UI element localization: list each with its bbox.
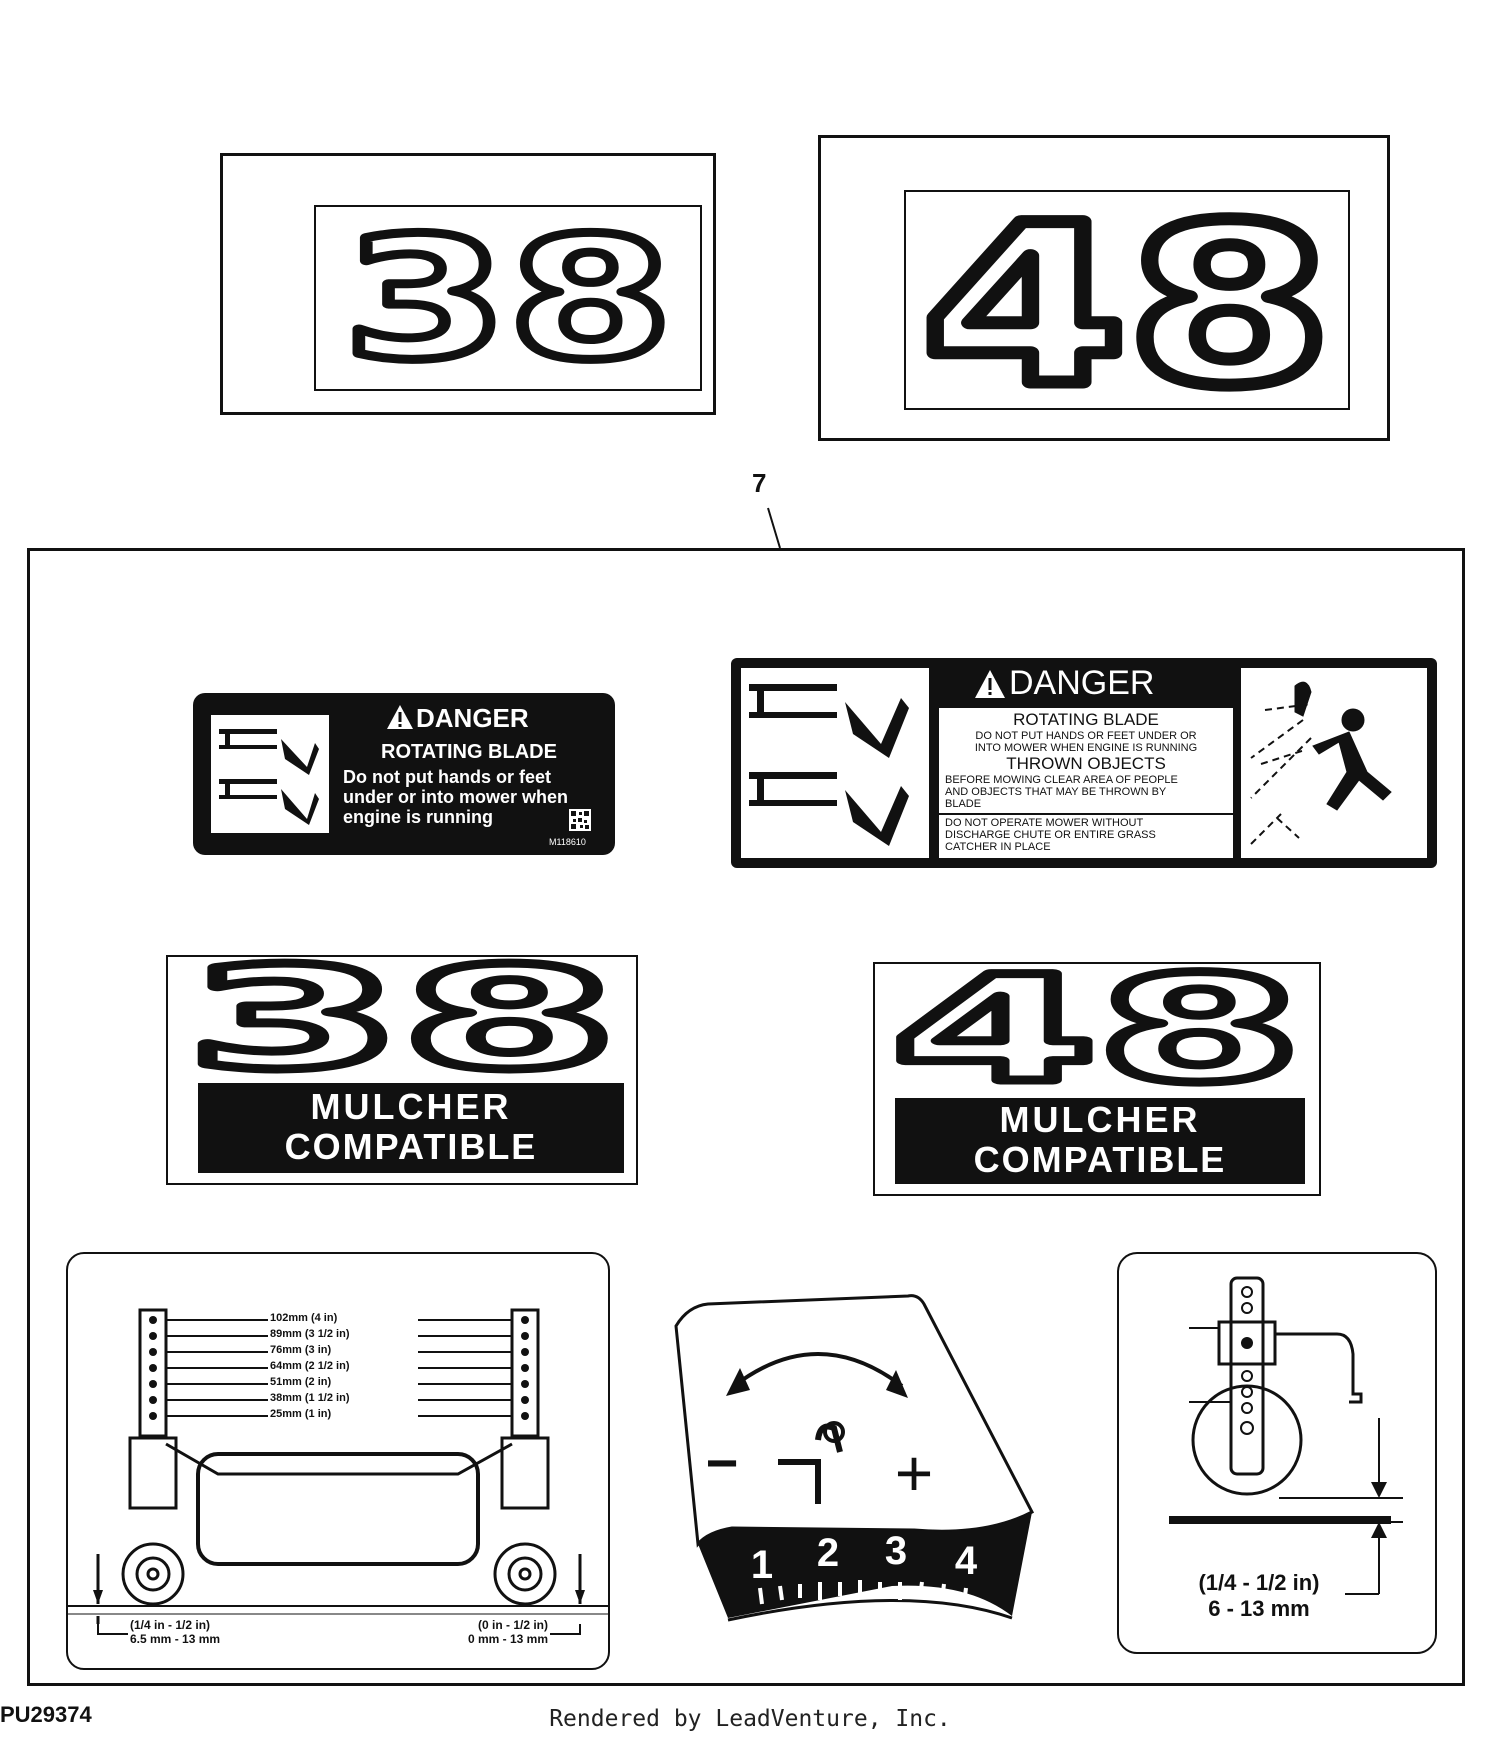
curved-arrow-icon <box>732 1352 904 1388</box>
decal-2-text-3: DO NOT OPERATE MOWER WITHOUT DISCHARGE C… <box>939 817 1233 853</box>
dial-setting-1: 1 <box>751 1543 773 1587</box>
height-row: 25mm (1 in) <box>270 1408 332 1420</box>
decal-4b-banner: MULCHER COMPATIBLE <box>895 1098 1305 1184</box>
gauge-wheel-note-in: (1/4 - 1/2 in) <box>1198 1570 1320 1595</box>
gauge-wheel-note-mm: 6 - 13 mm <box>1208 1596 1310 1621</box>
decal-1-header: DANGER <box>416 703 529 733</box>
decal-2-title-1: ROTATING BLADE <box>1013 710 1159 729</box>
height-row: 51mm (2 in) <box>270 1376 332 1388</box>
height-row: 38mm (1 1/2 in) <box>270 1392 350 1404</box>
front-gauge-note-mm: 6.5 mm - 13 mm <box>130 1632 221 1646</box>
decal-3a: 38 <box>314 197 702 402</box>
rear-gauge-note-mm: 0 mm - 13 mm <box>467 1632 548 1646</box>
mower-deck-height-diagram <box>68 1308 608 1635</box>
gauge-wheel-diagram <box>1169 1276 1403 1595</box>
decal-4b-graphic: 48 <box>888 941 1307 1120</box>
rear-gauge-note: (0 in - 1/2 in) 0 mm - 13 mm <box>452 1618 548 1646</box>
figure-id: PU29374 <box>0 1702 92 1727</box>
increase-symbol: + <box>895 1436 934 1510</box>
thrown-object-person-icon <box>1250 681 1392 845</box>
rear-gauge-note-in: (0 in - 1/2 in) <box>477 1618 548 1632</box>
decal-2-text-2c: BLADE <box>945 798 982 810</box>
front-gauge-note: (1/4 in - 1/2 in) 6.5 mm - 13 mm <box>130 1618 220 1646</box>
callout-7: 7 <box>752 468 767 498</box>
decal-2-text-2b: AND OBJECTS THAT MAY BE THROWN BY <box>945 786 1167 798</box>
decal-4b-line-1: MULCHER <box>999 1099 1201 1140</box>
decal-1: DANGER ROTATING BLADE Do not put hands o… <box>193 693 615 855</box>
decal-2-text-3b: DISCHARGE CHUTE OR ENTIRE GRASS <box>945 829 1156 841</box>
decal-2-header: DANGER <box>1009 664 1155 702</box>
decrease-symbol: − <box>706 1431 739 1494</box>
decal-3b-line-2: COMPATIBLE <box>284 1126 538 1167</box>
decal-2-text-3a: DO NOT OPERATE MOWER WITHOUT <box>945 817 1144 829</box>
cutting-height-table: 102mm (4 in) 89mm (3 1/2 in) 76mm (3 in)… <box>270 1310 418 1422</box>
dial-tick-marks <box>758 1580 968 1605</box>
decal-3b-line-1: MULCHER <box>310 1086 512 1127</box>
height-row: 89mm (3 1/2 in) <box>270 1328 350 1340</box>
decal-2: ROTATING BLADE DO NOT PUT HANDS OR FEET … <box>731 658 1437 868</box>
decal-1-line-1: Do not put hands or feet <box>343 767 551 787</box>
decal-2-divider <box>939 813 1233 815</box>
height-row: 64mm (2 1/2 in) <box>270 1360 350 1372</box>
blade-hazard-icon <box>219 729 319 825</box>
decal-2-text-3c: CATCHER IN PLACE <box>945 841 1051 853</box>
decal-3b-graphic: 38 <box>183 934 622 1106</box>
decal-2-text-2: BEFORE MOWING CLEAR AREA OF PEOPLE AND O… <box>939 774 1233 810</box>
height-row: 102mm (4 in) <box>270 1312 338 1324</box>
decal-6-gauge-wheel: (1/4 - 1/2 in) 6 - 13 mm <box>1117 1252 1437 1654</box>
decal-4b-line-2: COMPATIBLE <box>973 1139 1227 1180</box>
decal-1-body: Do not put hands or feet under or into m… <box>343 767 568 827</box>
decal-2-text-1b: INTO MOWER WHEN ENGINE IS RUNNING <box>974 742 1198 754</box>
decal-2-text-1a: DO NOT PUT HANDS OR FEET UNDER OR <box>975 730 1197 742</box>
render-credit: Rendered by LeadVenture, Inc. <box>549 1706 951 1732</box>
decal-1-title: ROTATING BLADE <box>381 741 557 763</box>
decal-cutting-height: 102mm (4 in) 89mm (3 1/2 in) 76mm (3 in)… <box>66 1252 610 1670</box>
decal-3b: 38 MULCHER COMPATIBLE <box>166 934 638 1185</box>
decal-2-text-1: DO NOT PUT HANDS OR FEET UNDER OR INTO M… <box>939 730 1233 754</box>
height-row: 76mm (3 in) <box>270 1344 332 1356</box>
decal-2-pictogram-left <box>741 668 929 858</box>
decal-4b: 48 MULCHER COMPATIBLE <box>873 941 1321 1196</box>
decal-2-pictogram-right <box>1241 668 1427 858</box>
front-gauge-note-in: (1/4 in - 1/2 in) <box>130 1618 211 1632</box>
decal-3b-number: 38 <box>187 957 617 1101</box>
decal-1-line-3: engine is running <box>343 807 494 827</box>
decal-1-part-number: M118610 <box>549 837 586 847</box>
warning-triangle-icon <box>975 670 1005 698</box>
decal-4a-graphic: 48 <box>916 172 1339 441</box>
gauge-wheel-note: (1/4 - 1/2 in) 6 - 13 mm <box>1149 1570 1369 1622</box>
decal-2-title-2: THROWN OBJECTS <box>1006 754 1166 773</box>
dial-setting-3: 3 <box>885 1529 907 1573</box>
decal-2-text-panel: ROTATING BLADE DO NOT PUT HANDS OR FEET … <box>939 708 1233 858</box>
decal-1-pictogram <box>211 715 329 833</box>
blade-hazard-icon-large <box>749 684 909 846</box>
decal-3a-graphic: 38 <box>339 197 678 402</box>
decal-2-text-2a: BEFORE MOWING CLEAR AREA OF PEOPLE <box>945 774 1178 786</box>
decal-4a-number: 48 <box>922 192 1332 408</box>
decal-4a: 48 <box>904 172 1350 441</box>
dial-setting-2: 2 <box>817 1531 839 1575</box>
decal-4b-number: 48 <box>892 964 1302 1115</box>
warning-triangle-icon <box>387 705 413 729</box>
decal-5-height-adjust: − + 1 2 3 4 <box>674 1294 1035 1622</box>
decal-1-line-2: under or into mower when <box>343 787 569 807</box>
decal-3a-number: 38 <box>343 207 673 389</box>
dial-setting-4: 4 <box>955 1539 978 1583</box>
decal-3b-banner: MULCHER COMPATIBLE <box>198 1083 624 1173</box>
qr-code-icon <box>569 809 591 831</box>
